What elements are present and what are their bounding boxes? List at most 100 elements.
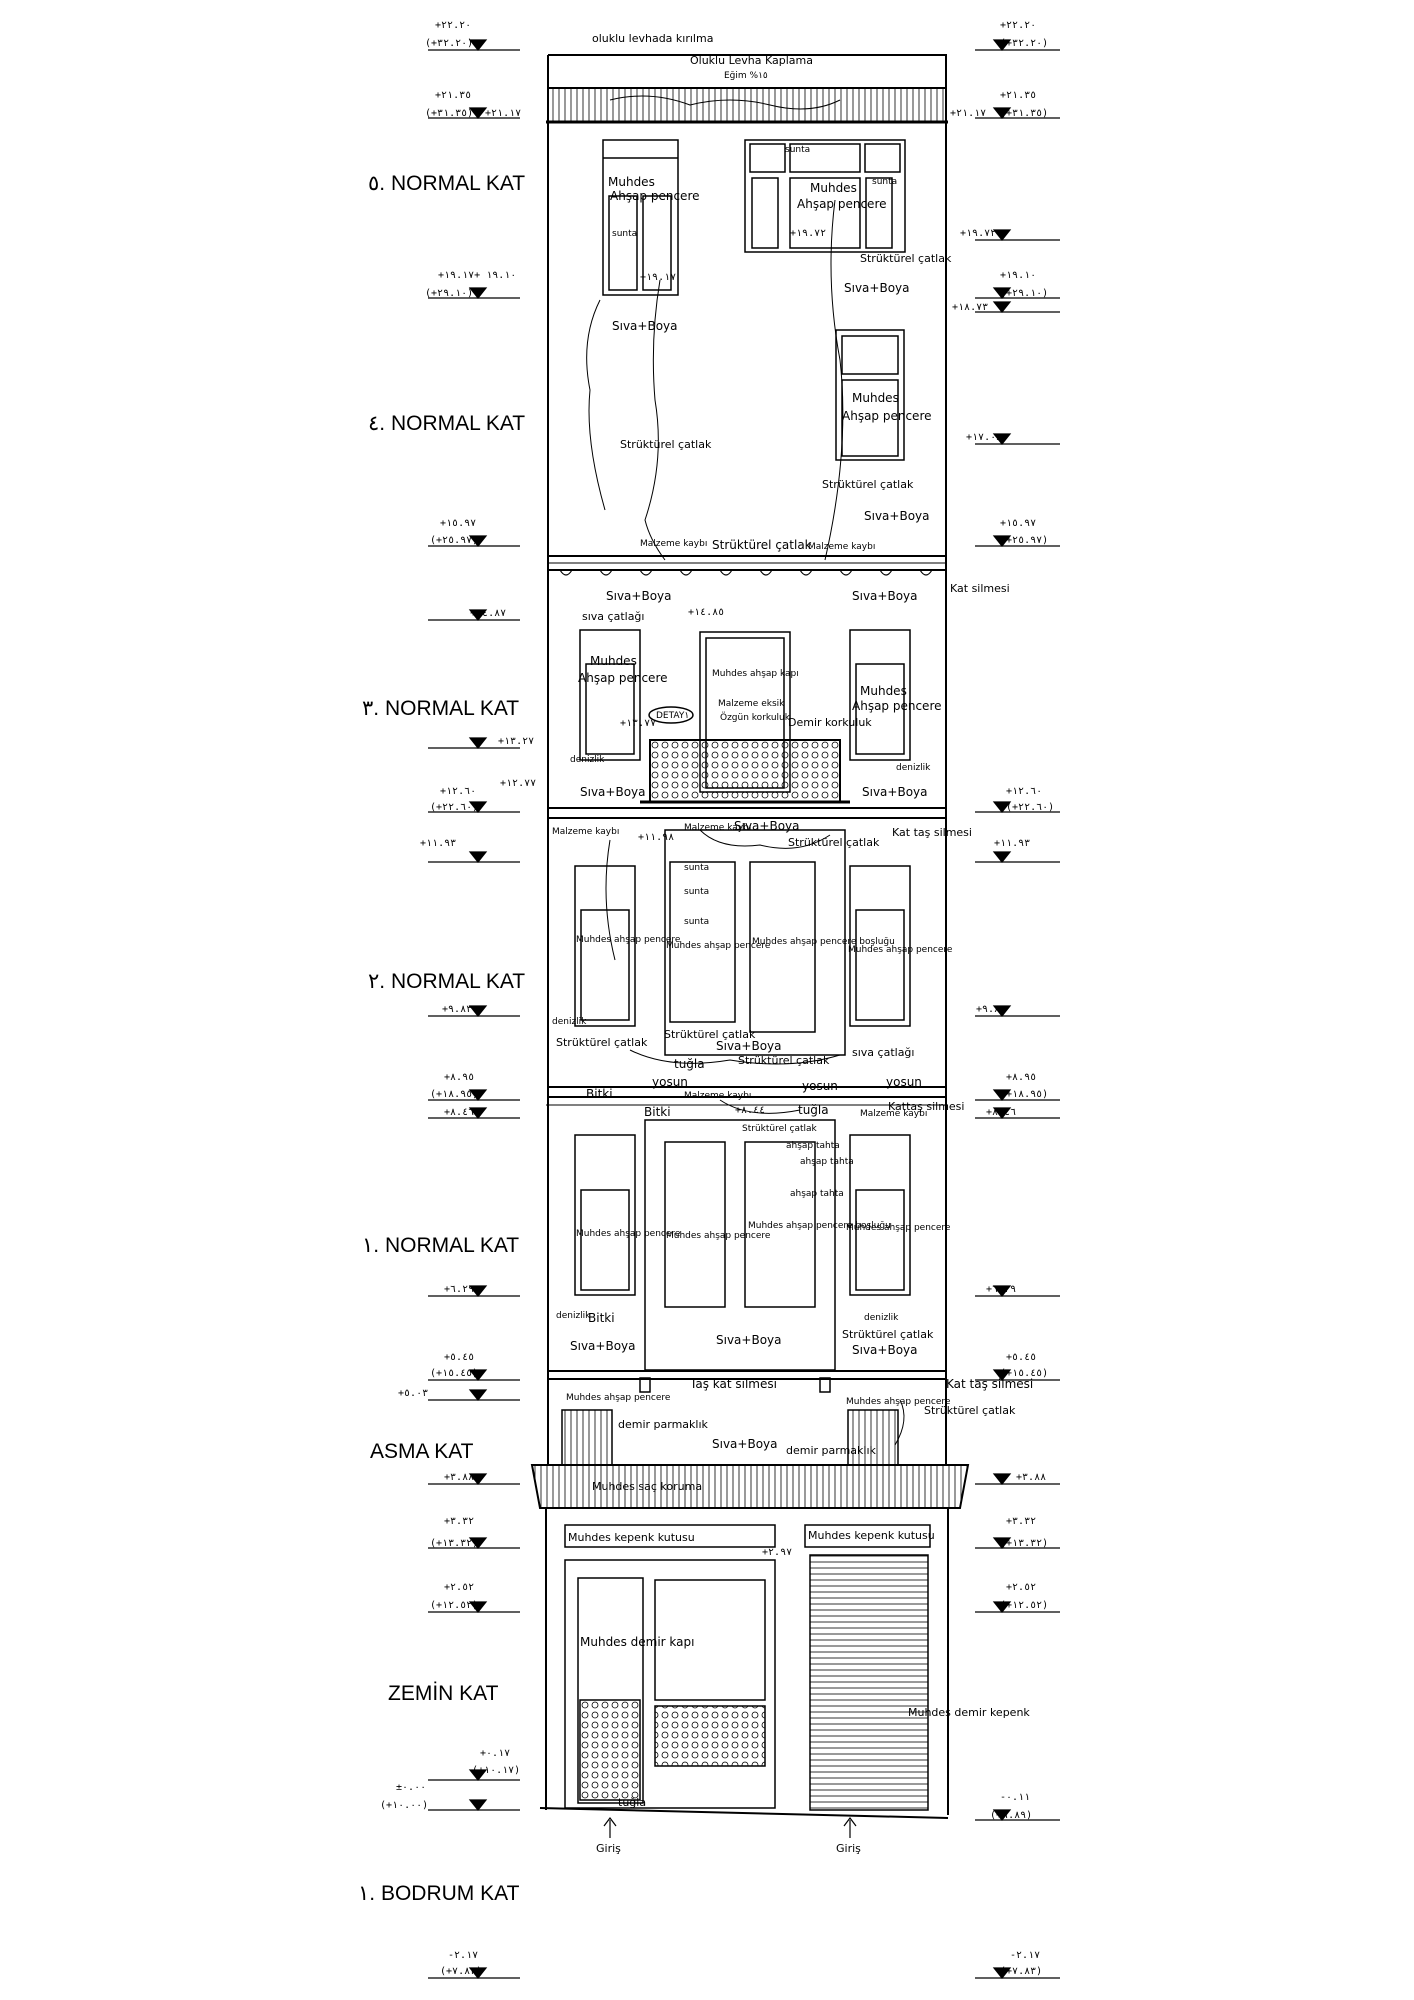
level: +٢١.١٧	[485, 108, 521, 119]
note-plaster-crack: sıva çatlağı	[582, 610, 644, 623]
note-plaster: Sıva+Boya	[844, 281, 910, 295]
level: +٢٢.٢٠	[1000, 20, 1036, 31]
note-iron-railing: Demir korkuluk	[788, 716, 872, 729]
level-triangle	[468, 1601, 488, 1613]
level: +٢١.١٧	[950, 108, 986, 119]
sheet-canopy	[530, 1464, 970, 1509]
note-muhdes: Muhdes	[590, 654, 637, 668]
note-window-void: Muhdes ahşap pencere boşluğu	[752, 937, 895, 947]
note-detail: DETAY١	[656, 711, 689, 721]
note-crack: Strüktürel çatlak	[860, 252, 952, 265]
note-material-loss: Malzeme kaybı	[684, 823, 751, 833]
note-plant: Bitki	[644, 1105, 671, 1119]
note-iron-door: Muhdes demir kapı	[580, 1635, 694, 1649]
shutter-box-right	[804, 1524, 931, 1548]
note-crack: Strüktürel çatlak	[620, 438, 712, 451]
note-moss: yosun	[802, 1079, 838, 1093]
note-stone-cornice: Kat taş silmesi	[946, 1377, 1033, 1391]
level: +٦.٢٩	[444, 1284, 474, 1295]
note-crack: Strüktürel çatlak	[742, 1124, 817, 1134]
iron-shutter	[809, 1554, 929, 1811]
level: +١٢.٦٠	[440, 786, 476, 797]
cornice-2	[547, 1086, 947, 1098]
level: +٦.٢٩	[986, 1284, 1016, 1295]
bay-2	[664, 829, 846, 1056]
note-roof-break: oluklu levhada kırılma	[592, 32, 713, 45]
level: (+٩.٨٩)	[990, 1810, 1032, 1821]
note-sill: denizlik	[864, 1313, 899, 1323]
level-triangle	[992, 107, 1012, 119]
level: +٣.٨٨	[444, 1472, 474, 1483]
level: +٨.٩٥	[1006, 1072, 1036, 1083]
window-5-left	[602, 139, 679, 296]
level: +٨.٤٤	[735, 1105, 765, 1116]
level: (+١٨.٩٥)	[1000, 1089, 1048, 1100]
note-entrance: Giriş	[836, 1842, 861, 1855]
note-railing-original: Özgün korkuluk	[720, 712, 791, 723]
floor-label-3: ٣. NORMAL KAT	[362, 697, 519, 720]
level-markers-left	[428, 39, 520, 1979]
level: (+٧.٨٣)	[1000, 1966, 1042, 1977]
level-triangle	[468, 107, 488, 119]
level: +٨.٤٦	[444, 1107, 474, 1118]
note-window: Muhdes ahşap pencere	[576, 1229, 681, 1239]
windows-2nd-floor	[574, 829, 911, 1056]
level-triangle	[992, 801, 1012, 813]
note-stone-cornice: Kat taş silmesi	[892, 826, 972, 839]
level-triangle	[468, 609, 488, 621]
note-window: Ahşap pencere	[578, 671, 668, 685]
level: +٢.٥٢	[444, 1582, 474, 1593]
level-triangle	[992, 39, 1012, 51]
note-plant: Bitki	[586, 1087, 613, 1101]
note-sunta: sunta	[785, 145, 810, 155]
note-crack: Strüktürel çatlak	[664, 1028, 756, 1041]
level-triangle	[992, 851, 1012, 863]
level-triangle	[468, 1369, 488, 1381]
level-triangle	[468, 1089, 488, 1101]
note-board: ahşap tahta	[786, 1141, 840, 1151]
note-floor-cornice: Kat silmesi	[950, 582, 1010, 595]
note-shutter-box: Muhdes kepenk kutusu	[568, 1531, 695, 1544]
windows-asma	[561, 1377, 899, 1466]
level-triangle	[992, 1107, 1012, 1119]
level-triangle	[468, 1473, 488, 1485]
entrance-arrows	[603, 1817, 857, 1838]
roof-corrugated-panel	[547, 87, 947, 123]
level-triangle	[992, 229, 1012, 241]
level: +١١.٩٣	[420, 838, 456, 849]
note-bars: demir parmaklık	[786, 1444, 877, 1457]
level: (+٢٢.٦٠)	[430, 802, 478, 813]
level: +١٥.٩٧	[440, 518, 476, 529]
note-shutter-box: Muhdes kepenk kutusu	[808, 1529, 935, 1542]
note-material-loss: Malzeme kaybı	[808, 542, 875, 552]
note-window-void: Muhdes ahşap pencere boşluğu	[748, 1221, 891, 1231]
windows-5th-floor	[602, 139, 906, 461]
level-triangle	[468, 851, 488, 863]
note-crack: Strüktürel çatlak	[822, 478, 914, 491]
note-window: Ahşap pencere	[852, 699, 942, 713]
note-plaster: Sıva+Boya	[852, 589, 918, 603]
level: +٥.٠٣	[398, 1388, 428, 1399]
ground-floor	[564, 1524, 931, 1811]
note-brick: tuğla	[674, 1057, 705, 1071]
level: +١١.٩٣	[994, 838, 1030, 849]
level: +١٩.٧٢	[790, 228, 826, 239]
window-3-right	[849, 629, 911, 761]
level: -٢.١٧	[448, 1950, 478, 1961]
level-triangle	[992, 1967, 1012, 1979]
level: (+٢٢.٦٠)	[1006, 802, 1054, 813]
note-window: Ahşap pencere	[610, 189, 700, 203]
note-crack: Strüktürel çatlak	[924, 1404, 1016, 1417]
note-window: Ahşap pencere	[842, 409, 932, 423]
note-sill: denizlik	[896, 763, 931, 773]
level-triangle	[468, 1107, 488, 1119]
note-sunta: sunta	[684, 917, 709, 927]
level: +٢١.٣٥	[1000, 90, 1036, 101]
note-window: Muhdes ahşap pencere	[848, 945, 953, 955]
level: +٢١.٣٥	[435, 90, 471, 101]
note-window: Ahşap pencere	[797, 197, 887, 211]
windows-3rd-floor	[579, 629, 911, 804]
level: (+١٣.٣٢)	[1000, 1538, 1048, 1549]
note-stone-cornice: Taş kat silmesi	[689, 1377, 777, 1391]
